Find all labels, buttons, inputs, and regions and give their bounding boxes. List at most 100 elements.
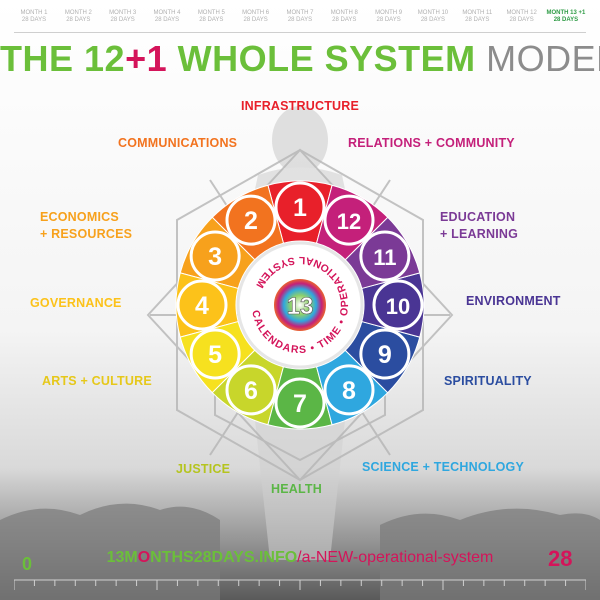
category-science-technology: SCIENCE + TECHNOLOGY [362,460,525,474]
month-circle-4 [176,279,228,331]
category-health: HEALTH [271,482,322,496]
ruler-start-label: 0 [22,554,33,574]
day-ruler-bottom [14,579,586,590]
category-infrastructure: INFRASTRUCTURE [240,99,360,113]
footer-url-part2: O [137,549,151,566]
inner-ring-border [236,241,364,369]
center-disc [273,278,327,332]
month-number-5: 5 [208,341,222,369]
title-whole-system: WHOLE SYSTEM [177,38,476,79]
category-relations-community: RELATIONS + COMMUNITY [348,136,515,150]
footer-url-part1: 13M [106,549,138,566]
month-name: MONTH 8 [330,10,358,16]
month-name: MONTH 1 [20,10,48,16]
category-economics-line2: + RESOURCES [40,227,133,241]
category-education-line2: + LEARNING [440,227,519,241]
month-number-7: 7 [293,390,307,418]
month-number-12: 12 [337,209,361,234]
month-name: MONTH 7 [286,10,314,16]
month-name: MONTH 2 [64,10,92,16]
month-number-4: 4 [195,292,209,320]
month-number-2: 2 [244,207,258,235]
month-circle-6 [225,364,277,416]
month-days: 28 DAYS [420,17,446,23]
footer-url-path: /a-NEW-operational-system [297,549,494,566]
month-days: 28 DAYS [287,17,313,23]
month-circle-8 [323,364,375,416]
month-days: 28 DAYS [332,17,357,23]
title-plus-one: +1 [125,38,168,79]
month-circle-5 [189,328,241,380]
category-economics-line1: ECONOMICS [40,210,119,224]
month-name: MONTH 4 [153,10,181,16]
month-number-1: 1 [293,194,307,222]
month-name: MONTH 11 [462,10,493,16]
page-title: THE 12+1 WHOLE SYSTEM MODEL [0,38,600,80]
month-circle-11 [359,230,411,282]
category-economics-resources: ECONOMICS + RESOURCES [40,209,150,243]
month-name: MONTH 12 [506,10,537,16]
category-justice: JUSTICE [176,462,231,476]
month-name: MONTH 3 [109,10,137,16]
category-communications: COMMUNICATIONS [118,136,238,150]
category-environment: ENVIRONMENT [466,294,561,308]
title-model: MODEL [486,38,600,79]
month-name: MONTH 13 +1 [546,10,586,16]
month-number-10: 10 [386,294,410,319]
month-number-8: 8 [342,377,356,405]
month-days: 28 DAYS [243,17,268,23]
month-days: 28 DAYS [376,17,401,23]
month-circle-9 [359,328,411,380]
month-circle-3 [189,230,241,282]
grass-silhouette [0,503,600,600]
category-education-learning: EDUCATION + LEARNING [440,209,518,243]
month-days: 28 DAYS [154,17,180,23]
month-name: MONTH 6 [242,10,270,16]
month-days: 28 DAYS [465,17,490,23]
ruler-end-label: 28 [548,546,573,571]
month-days: 28 DAYS [110,17,135,23]
center-number: 13 [287,293,314,320]
month-circle-10 [372,279,424,331]
month-circle-7 [274,377,326,429]
month-circle-1 [274,181,326,233]
month-days: 28 DAYS [509,17,534,23]
month-circle-12 [323,194,375,246]
month-name: MONTH 9 [375,10,403,16]
ruler-line-top [14,32,586,33]
month-circle-2 [225,194,277,246]
title-the: THE [0,38,74,79]
month-days: 28 DAYS [199,17,224,23]
month-days: 28 DAYS [66,17,91,23]
title-twelve: 12 [84,38,126,79]
month-name: MONTH 5 [197,10,225,16]
month-days: 28 DAYS [553,17,579,23]
month-name: MONTH 10 [417,10,449,16]
footer-url[interactable]: 13MONTHS28DAYS.INFO/a-NEW-operational-sy… [0,548,600,568]
category-arts-culture: ARTS + CULTURE [42,374,152,388]
center-disc-border [272,277,328,333]
month-number-9: 9 [378,341,392,369]
category-spirituality: SPIRITUALITY [444,374,532,388]
footer-url-part3: NTHS28DAYS.INFO [150,549,298,566]
category-education-line1: EDUCATION [440,210,516,224]
category-governance: GOVERNANCE [30,296,122,310]
month-days: 28 DAYS [21,17,47,23]
month-number-11: 11 [373,245,396,270]
